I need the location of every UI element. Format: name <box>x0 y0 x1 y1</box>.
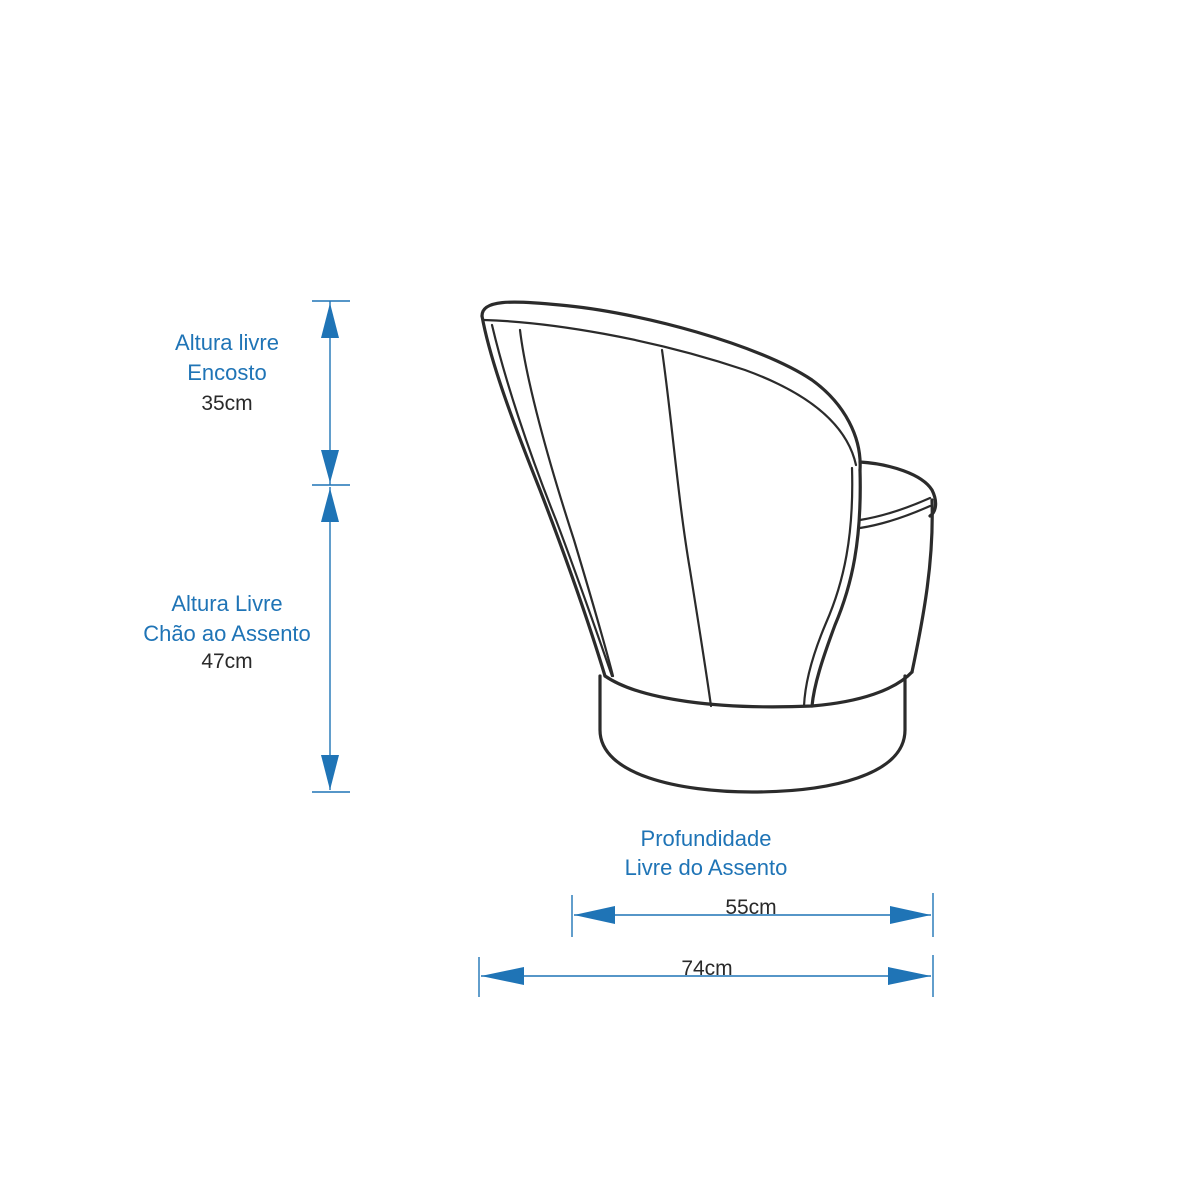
seat-height-label-line2: Chão ao Assento <box>143 621 311 646</box>
backrest-left-edge <box>480 314 607 678</box>
arrowhead-down-icon <box>321 755 339 790</box>
seat-height-dimension <box>312 487 350 793</box>
arrowhead-right-icon <box>888 967 931 985</box>
arrowhead-left-icon <box>574 906 615 924</box>
backrest-right-curve <box>810 468 862 708</box>
arrowhead-down-icon <box>321 450 339 483</box>
seat-height-value: 47cm <box>201 650 252 673</box>
seat-depth-label-line2: Livre do Assento <box>625 855 788 880</box>
base-outline <box>598 674 907 794</box>
arrowhead-right-icon <box>890 906 931 924</box>
arrowhead-left-icon <box>481 967 524 985</box>
backrest-top-rim <box>480 300 862 472</box>
arrowhead-up-icon <box>321 488 339 522</box>
backrest-label-line1: Altura livre <box>175 330 279 355</box>
seat-front <box>910 498 934 674</box>
backrest-left-edge-inner <box>490 323 614 678</box>
backrest-right-curve-inner <box>802 466 854 708</box>
backrest-seam-left <box>518 328 615 678</box>
backrest-label-line2: Encosto <box>187 360 267 385</box>
seat-depth-label-line1: Profundidade <box>641 826 772 851</box>
seat-depth-dimension <box>571 893 934 937</box>
body-bottom <box>603 670 914 709</box>
seat-depth-value: 55cm <box>725 896 776 919</box>
backrest-value: 35cm <box>201 392 252 415</box>
total-depth-dimension <box>478 955 934 997</box>
arrowhead-up-icon <box>321 303 339 338</box>
backrest-top-rim-inner <box>482 318 858 467</box>
seat-piping-lower <box>858 504 932 530</box>
total-depth-value: 74cm <box>681 957 732 980</box>
backrest-height-dimension <box>312 300 350 486</box>
seat-top <box>858 460 938 518</box>
backrest-seam-center <box>660 348 713 708</box>
armchair-illustration <box>480 300 938 794</box>
seat-piping <box>858 496 932 522</box>
seat-height-label-line1: Altura Livre <box>171 591 282 616</box>
